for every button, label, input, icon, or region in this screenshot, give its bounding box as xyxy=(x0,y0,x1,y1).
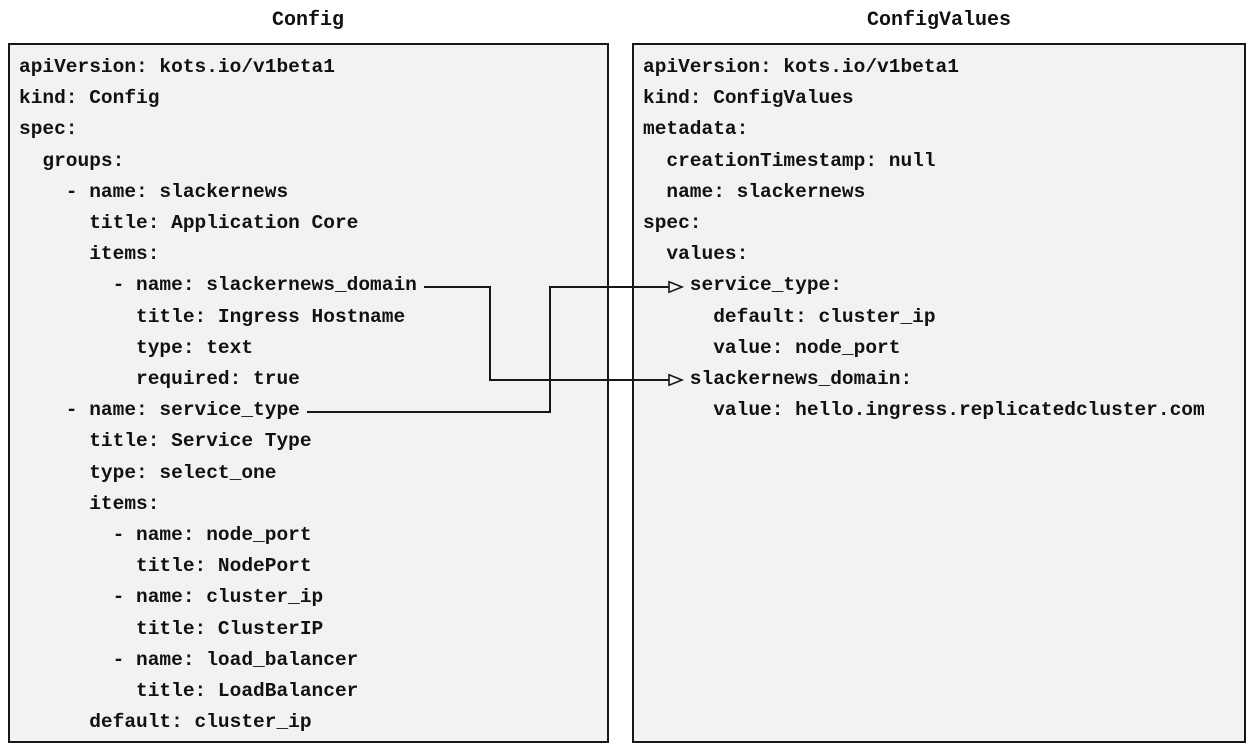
configvalues-yaml-panel: apiVersion: kots.io/v1beta1 kind: Config… xyxy=(632,43,1246,743)
configvalues-yaml-code: apiVersion: kots.io/v1beta1 kind: Config… xyxy=(643,56,1205,422)
configvalues-panel-title: ConfigValues xyxy=(866,9,1012,32)
config-yaml-code: apiVersion: kots.io/v1beta1 kind: Config… xyxy=(19,56,417,734)
config-yaml-panel: apiVersion: kots.io/v1beta1 kind: Config… xyxy=(8,43,609,743)
config-panel-title: Config xyxy=(271,9,344,32)
